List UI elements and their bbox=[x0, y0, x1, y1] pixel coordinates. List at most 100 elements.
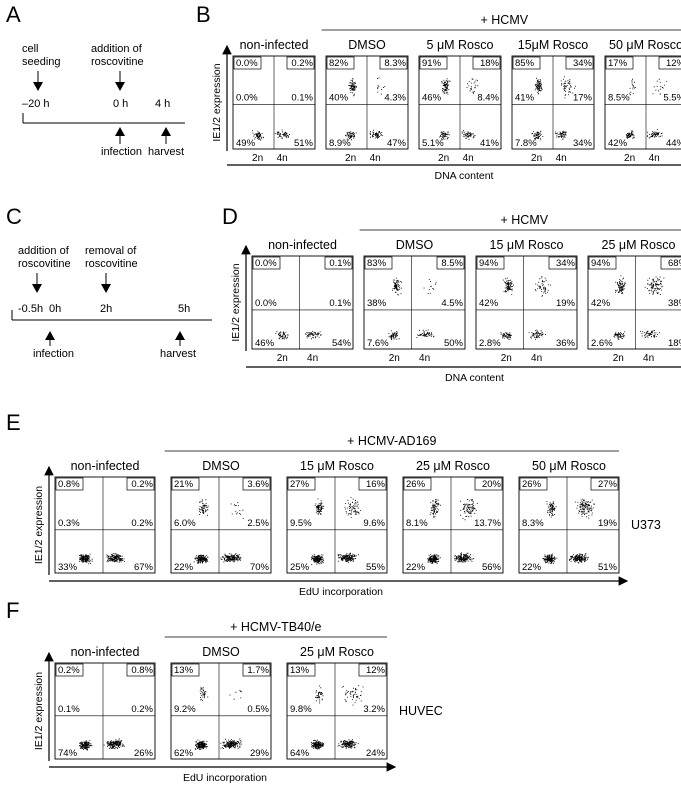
percent-bottom-left: 46% bbox=[255, 338, 275, 349]
percent-top-right: 8.5% bbox=[441, 258, 463, 269]
percent-top-left: 85% bbox=[515, 58, 535, 69]
percent-bottom-left: 42% bbox=[608, 138, 628, 149]
scatter-points bbox=[613, 275, 665, 340]
percent-bottom-left: 22% bbox=[522, 562, 542, 573]
percent-box bbox=[326, 56, 355, 70]
percent-top-right: 0.2% bbox=[131, 479, 153, 490]
percent-mid-right: 0.1% bbox=[329, 298, 351, 309]
condition-label: non-infected bbox=[71, 645, 140, 659]
condition-label: 5 μM Rosco bbox=[427, 38, 494, 52]
panel-letter-e: E bbox=[6, 410, 21, 435]
percent-top-left: 26% bbox=[406, 479, 426, 490]
percent-box bbox=[472, 56, 501, 70]
timeline-c-time-1: -0.5h bbox=[18, 303, 43, 315]
percent-mid-right: 17% bbox=[573, 92, 593, 103]
scatter-points bbox=[194, 686, 243, 751]
percent-top-left: 0.0% bbox=[236, 58, 258, 69]
percent-box bbox=[474, 477, 503, 491]
percent-mid-left: 41% bbox=[515, 92, 535, 103]
percent-bottom-right: 70% bbox=[250, 562, 270, 573]
flow-plot-frame bbox=[286, 476, 388, 574]
group-label: + HCMV-AD169 bbox=[347, 434, 436, 448]
condition-label: non-infected bbox=[240, 38, 309, 52]
harvest-arrow-icon bbox=[175, 331, 185, 340]
timeline-c-infection: infection bbox=[33, 348, 74, 360]
percent-mid-left: 42% bbox=[479, 298, 499, 309]
scatter-points bbox=[311, 497, 362, 565]
tick-4n: 4n bbox=[419, 353, 430, 364]
tick-2n: 2n bbox=[531, 153, 542, 164]
percent-box bbox=[590, 477, 619, 491]
timeline-a-add-label-1: addition of bbox=[91, 43, 143, 55]
timeline-c-rem-label-2: roscovitine bbox=[85, 258, 138, 270]
percent-bottom-right: 47% bbox=[387, 138, 407, 149]
percent-top-left: 83% bbox=[367, 258, 387, 269]
percent-top-left: 0.8% bbox=[58, 479, 80, 490]
percent-bottom-right: 24% bbox=[366, 748, 386, 759]
condition-label: 25 μM Rosco bbox=[416, 459, 490, 473]
percent-box bbox=[419, 56, 448, 70]
percent-box bbox=[588, 256, 617, 270]
percent-mid-right: 4.3% bbox=[384, 92, 406, 103]
percent-mid-left: 0.3% bbox=[58, 518, 80, 529]
timeline-c-time-3: 2h bbox=[100, 303, 112, 315]
timeline-c-rem-label-1: removal of bbox=[85, 245, 137, 257]
percent-top-right: 3.6% bbox=[247, 479, 269, 490]
percent-box bbox=[287, 477, 316, 491]
condition-label: 15 μM Rosco bbox=[300, 459, 374, 473]
x-axis-label: DNA content bbox=[435, 170, 494, 182]
condition-label: 15 μM Rosco bbox=[490, 238, 564, 252]
addition-arrow-icon bbox=[115, 82, 125, 91]
y-axis-label: IE1/2 expression bbox=[33, 672, 45, 750]
condition-label: 50 μM Rosco bbox=[609, 38, 681, 52]
percent-mid-left: 40% bbox=[329, 92, 349, 103]
percent-bottom-left: 49% bbox=[236, 138, 256, 149]
percent-mid-right: 19% bbox=[598, 518, 618, 529]
percent-top-left: 94% bbox=[479, 258, 499, 269]
percent-mid-left: 9.2% bbox=[174, 704, 196, 715]
percent-box bbox=[476, 256, 505, 270]
percent-bottom-left: 8.9% bbox=[329, 138, 351, 149]
tick-2n: 2n bbox=[389, 353, 400, 364]
y-axis-label: IE1/2 expression bbox=[33, 486, 45, 564]
flow-plot-frame bbox=[251, 255, 354, 350]
percent-bottom-left: 7.6% bbox=[367, 338, 389, 349]
condition-label: 25 μM Rosco bbox=[300, 645, 374, 659]
condition-label: 15μM Rosco bbox=[518, 38, 588, 52]
tick-4n: 4n bbox=[556, 153, 567, 164]
percent-mid-left: 9.5% bbox=[290, 518, 312, 529]
tick-2n: 2n bbox=[613, 353, 624, 364]
flow-plots-layer: IE1/2 expression DNA content + HCMV non-inf… bbox=[33, 13, 681, 784]
timeline-a-time-1: –20 h bbox=[22, 98, 50, 110]
percent-mid-left: 0.0% bbox=[236, 92, 258, 103]
flow-plot-frame bbox=[587, 255, 681, 350]
percent-top-left: 21% bbox=[174, 479, 194, 490]
percent-top-left: 13% bbox=[174, 665, 194, 676]
timeline-c: addition of roscovitine removal of rosco… bbox=[11, 245, 212, 360]
tick-4n: 4n bbox=[307, 353, 318, 364]
panel-letter-c: C bbox=[6, 204, 22, 229]
condition-label: DMSO bbox=[202, 645, 240, 659]
percent-box bbox=[364, 256, 393, 270]
addition-arrow-icon bbox=[32, 284, 42, 293]
removal-arrow-icon bbox=[101, 284, 111, 293]
group-label: + HCMV bbox=[501, 213, 549, 227]
percent-bottom-right: 26% bbox=[134, 748, 154, 759]
percent-top-left: 94% bbox=[591, 258, 611, 269]
percent-box bbox=[658, 56, 681, 70]
condition-label: DMSO bbox=[202, 459, 240, 473]
percent-mid-left: 8.1% bbox=[406, 518, 428, 529]
tick-2n: 2n bbox=[345, 153, 356, 164]
scatter-points bbox=[388, 277, 437, 341]
percent-box bbox=[512, 56, 541, 70]
percent-box bbox=[242, 663, 271, 677]
percent-top-left: 13% bbox=[290, 665, 310, 676]
tick-2n: 2n bbox=[252, 153, 263, 164]
percent-mid-left: 38% bbox=[367, 298, 387, 309]
percent-mid-left: 0.0% bbox=[255, 298, 277, 309]
panel-letter-f: F bbox=[6, 598, 19, 623]
percent-mid-right: 38% bbox=[668, 298, 681, 309]
timeline-a-cell-label-2: seeding bbox=[22, 56, 61, 68]
x-axis-label: DNA content bbox=[445, 372, 504, 384]
flow-plot-frame bbox=[475, 255, 578, 350]
